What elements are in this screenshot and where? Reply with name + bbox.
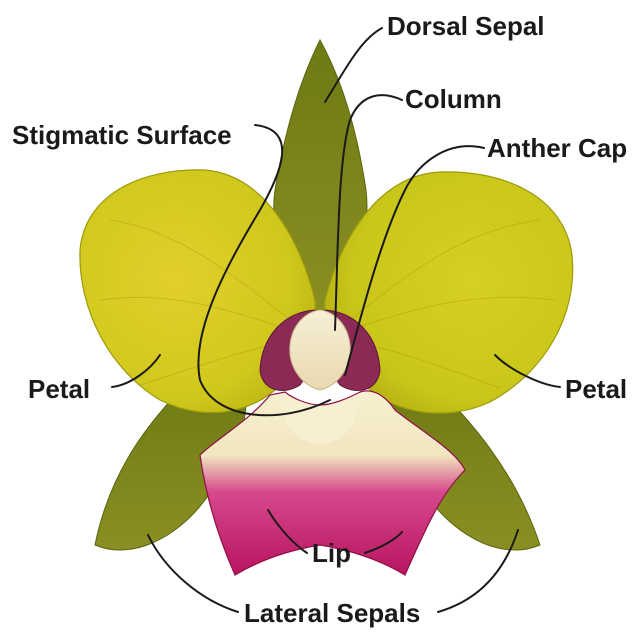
label-dorsal-sepal: Dorsal Sepal (387, 11, 545, 41)
label-column: Column (405, 84, 502, 114)
label-petal-left: Petal (28, 374, 90, 404)
label-stigmatic-surface: Stigmatic Surface (12, 120, 232, 150)
label-lateral-sepals: Lateral Sepals (244, 598, 420, 628)
label-lip: Lip (312, 538, 351, 568)
label-anther-cap: Anther Cap (487, 133, 627, 163)
label-petal-right: Petal (565, 374, 627, 404)
